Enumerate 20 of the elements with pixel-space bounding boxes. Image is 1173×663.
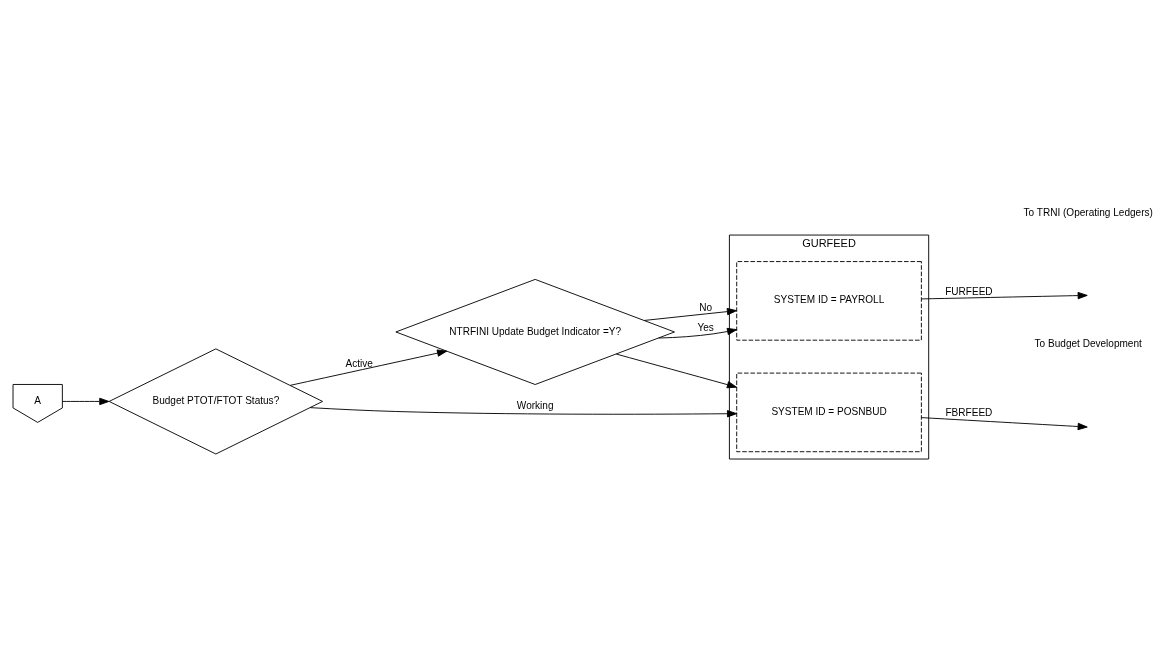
- node-box: SYSTEM ID = PAYROLL: [736, 261, 922, 341]
- label: To Budget Development: [1034, 338, 1142, 350]
- edge-label: FURFEED: [945, 286, 993, 298]
- arrow: [658, 327, 738, 339]
- arrow: [289, 349, 448, 386]
- arrow: [643, 307, 737, 321]
- edge-label: Active: [345, 357, 373, 369]
- edge-label: Working: [516, 399, 554, 411]
- arrow: [615, 353, 737, 389]
- arrow: [61, 397, 110, 406]
- node-box: SYSTEM ID = POSNBUD: [736, 372, 922, 453]
- node-diamond: NTRFINI Update Budget Indicator =Y?: [395, 278, 675, 385]
- node-diamond: Budget PTOT/FTOT Status?: [108, 348, 324, 455]
- arrow: [309, 407, 738, 418]
- label: To TRNI (Operating Ledgers): [1023, 206, 1153, 218]
- arrow: [920, 417, 1088, 431]
- edge-label: No: [699, 301, 713, 313]
- edge-label: FBRFEED: [945, 406, 993, 418]
- arrow: [920, 291, 1088, 300]
- edge-label: Yes: [697, 321, 714, 333]
